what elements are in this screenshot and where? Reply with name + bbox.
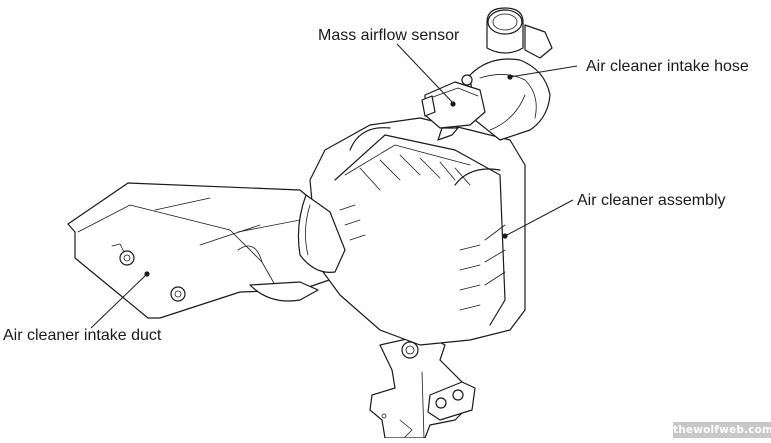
label-air-cleaner-intake-duct: Air cleaner intake duct bbox=[3, 327, 162, 344]
leader-air-cleaner-intake-hose bbox=[509, 65, 578, 78]
leader-mass-airflow-sensor bbox=[396, 43, 454, 104]
watermark: thewolfweb.com bbox=[673, 422, 771, 438]
callout-dot-air-cleaner-intake-duct bbox=[144, 271, 150, 277]
label-air-cleaner-assembly: Air cleaner assembly bbox=[577, 192, 726, 209]
label-air-cleaner-intake-hose: Air cleaner intake hose bbox=[586, 58, 749, 75]
air-cleaner-intake-duct bbox=[67, 182, 346, 319]
callout-dot-air-cleaner-intake-hose bbox=[507, 74, 513, 80]
leader-air-cleaner-assembly bbox=[504, 199, 574, 237]
callout-dot-air-cleaner-assembly bbox=[502, 233, 508, 239]
air-cleaner-intake-hose bbox=[469, 7, 553, 141]
leaders bbox=[90, 43, 578, 329]
mounting-bracket bbox=[369, 334, 476, 439]
label-mass-airflow-sensor: Mass airflow sensor bbox=[318, 27, 460, 44]
leader-air-cleaner-intake-duct bbox=[90, 273, 148, 329]
air-cleaner-assembly bbox=[297, 117, 526, 346]
callout-dot-mass-airflow-sensor bbox=[450, 101, 456, 107]
